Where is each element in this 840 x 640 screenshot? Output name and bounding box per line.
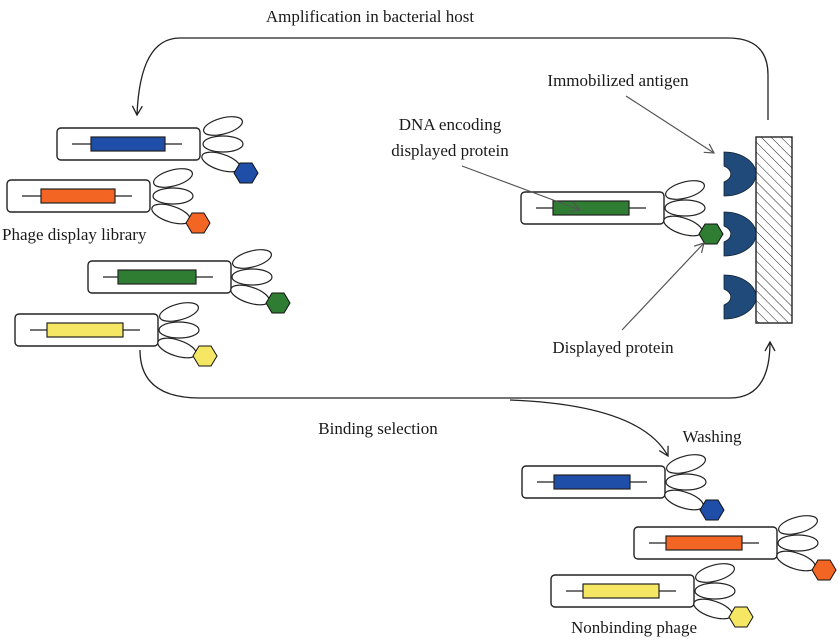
nonbinding-label: Nonbinding phage — [571, 618, 697, 637]
gene-insert — [553, 474, 631, 490]
nonbinding-phage-orange — [633, 515, 837, 581]
solid-support — [755, 136, 793, 324]
antigen-1 — [723, 151, 757, 197]
displayed-protein-blue — [233, 162, 259, 184]
binding-selection-arrow — [139, 340, 776, 399]
washing-label: Washing — [682, 427, 742, 446]
library-phage-yellow — [14, 302, 218, 367]
gene-insert — [582, 583, 660, 599]
tail-fibers — [776, 515, 819, 572]
dna-pointer — [461, 165, 582, 213]
binding-selection-label: Binding selection — [318, 419, 438, 438]
displayed-protein-orange — [185, 212, 211, 234]
displayed-protein-label: Displayed protein — [552, 338, 674, 357]
nonbinding-phage-blue — [521, 454, 725, 521]
gene-insert — [46, 322, 124, 338]
dna-label-line2: displayed protein — [391, 141, 509, 160]
antigen-label: Immobilized antigen — [547, 71, 689, 90]
library-phage-blue — [56, 116, 259, 184]
gene-insert — [665, 535, 743, 551]
amplification-label: Amplification in bacterial host — [266, 7, 474, 26]
library-label: Phage display library — [2, 225, 147, 244]
displayed-protein-yellow — [728, 606, 754, 628]
dna-label-line1: DNA encoding — [399, 115, 502, 134]
amplification-arrow — [131, 37, 769, 120]
gene-insert — [117, 269, 197, 285]
tail-fibers — [151, 168, 194, 225]
tail-fibers — [663, 180, 706, 237]
bound-phage-green — [520, 180, 724, 245]
library-phage-green — [87, 249, 291, 314]
antigen-3 — [723, 274, 757, 320]
tail-fibers — [664, 454, 707, 511]
displayed-protein-pointer — [621, 242, 705, 331]
washing-arrow — [509, 399, 669, 458]
library-phage-orange — [6, 168, 211, 234]
displayed-protein-green — [265, 292, 291, 314]
antigen-pointer — [625, 95, 716, 154]
displayed-protein-yellow — [192, 345, 218, 367]
tail-fibers — [157, 302, 200, 359]
displayed-protein-orange — [811, 559, 837, 581]
displayed-protein-green — [698, 223, 724, 245]
displayed-protein-blue — [699, 499, 725, 521]
gene-insert — [40, 188, 116, 204]
antigen-2 — [723, 211, 757, 257]
gene-insert — [552, 200, 630, 216]
tail-fibers — [693, 563, 736, 620]
tail-fibers — [230, 249, 273, 306]
immobilized-antigens — [723, 151, 757, 320]
gene-insert — [90, 136, 166, 152]
nonbinding-phage-yellow — [550, 563, 754, 628]
